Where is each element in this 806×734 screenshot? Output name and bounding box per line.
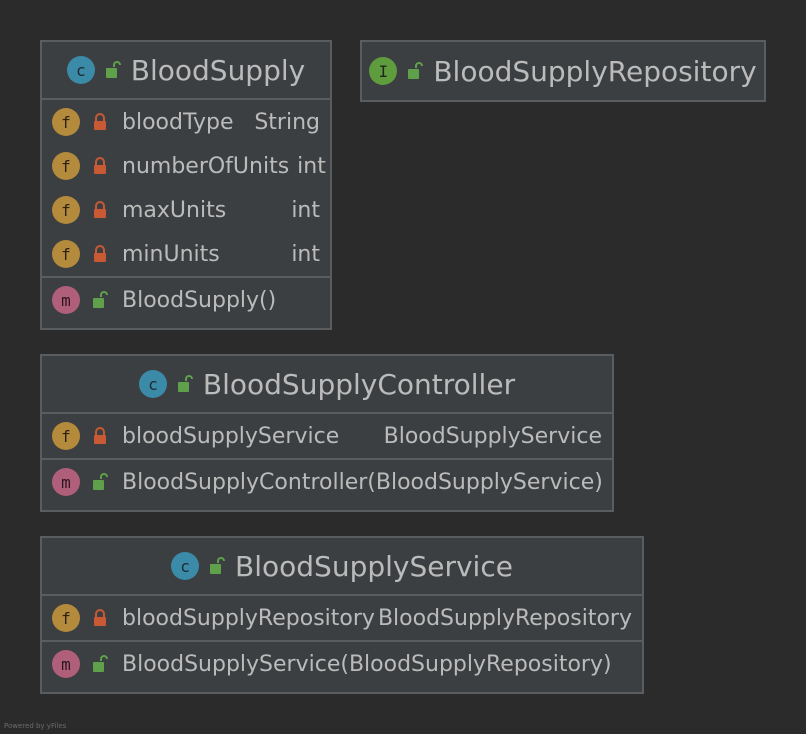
- field-name: bloodSupplyRepository: [122, 605, 375, 631]
- class-header: c BloodSupply: [42, 42, 330, 100]
- field-name: bloodSupplyService: [122, 423, 340, 449]
- field-row[interactable]: f bloodSupplyRepository BloodSupplyRepos…: [42, 596, 642, 640]
- powered-by-label: Powered by yFiles: [4, 722, 67, 730]
- field-type: int: [291, 197, 320, 223]
- method-name: BloodSupplyController(BloodSupplyService…: [122, 469, 603, 495]
- field-name: minUnits: [122, 241, 220, 267]
- field-row[interactable]: f bloodSupplyService BloodSupplyService: [42, 414, 612, 458]
- field-icon: f: [52, 152, 80, 180]
- class-header: c BloodSupplyController: [42, 356, 612, 414]
- fields-section: f bloodType String f numberOfUnits int f…: [42, 100, 330, 278]
- class-icon: c: [66, 56, 95, 84]
- private-lock-icon: [94, 201, 106, 218]
- methods-section: m BloodSupply(): [42, 278, 330, 322]
- method-icon: m: [52, 286, 80, 314]
- class-header: c BloodSupplyService: [42, 538, 642, 596]
- methods-section: m BloodSupplyService(BloodSupplyReposito…: [42, 642, 642, 686]
- class-bloodsupplyservice[interactable]: c BloodSupplyService f bloodSupplyReposi…: [40, 536, 644, 694]
- fields-section: f bloodSupplyService BloodSupplyService: [42, 414, 612, 460]
- field-row[interactable]: f bloodType String: [42, 100, 330, 144]
- field-name: bloodType: [122, 109, 234, 135]
- field-type: String: [254, 109, 320, 135]
- method-icon: m: [52, 650, 80, 678]
- field-type: BloodSupplyRepository: [377, 605, 632, 631]
- method-icon: m: [52, 468, 80, 496]
- field-icon: f: [52, 604, 80, 632]
- field-type: int: [297, 153, 326, 179]
- field-type: int: [291, 241, 320, 267]
- method-name: BloodSupply(): [122, 287, 277, 313]
- public-lock-icon: [105, 61, 121, 78]
- public-lock-icon: [177, 375, 193, 392]
- class-title: BloodSupply: [130, 53, 306, 87]
- field-icon: f: [52, 240, 80, 268]
- method-row[interactable]: m BloodSupplyService(BloodSupplyReposito…: [42, 642, 642, 686]
- field-row[interactable]: f minUnits int: [42, 232, 330, 276]
- method-row[interactable]: m BloodSupply(): [42, 278, 330, 322]
- field-icon: f: [52, 196, 80, 224]
- private-lock-icon: [94, 427, 106, 444]
- field-icon: f: [52, 108, 80, 136]
- method-name: BloodSupplyService(BloodSupplyRepository…: [122, 651, 612, 677]
- class-bloodsupply[interactable]: c BloodSupply f bloodType String f numbe…: [40, 40, 332, 330]
- interface-icon: I: [369, 57, 398, 85]
- interface-title: BloodSupplyRepository: [433, 54, 757, 88]
- private-lock-icon: [94, 113, 106, 130]
- class-bloodsupplycontroller[interactable]: c BloodSupplyController f bloodSupplySer…: [40, 354, 614, 512]
- public-lock-icon: [93, 473, 108, 490]
- public-lock-icon: [93, 291, 108, 308]
- class-title: BloodSupplyController: [202, 367, 516, 401]
- interface-header: I BloodSupplyRepository: [362, 42, 764, 100]
- fields-section: f bloodSupplyRepository BloodSupplyRepos…: [42, 596, 642, 642]
- interface-bloodsupplyrepository[interactable]: I BloodSupplyRepository: [360, 40, 766, 102]
- method-row[interactable]: m BloodSupplyController(BloodSupplyServi…: [42, 460, 612, 504]
- class-icon: c: [171, 552, 200, 580]
- field-name: numberOfUnits: [122, 153, 290, 179]
- field-row[interactable]: f maxUnits int: [42, 188, 330, 232]
- field-icon: f: [52, 422, 80, 450]
- private-lock-icon: [94, 609, 106, 626]
- private-lock-icon: [94, 157, 106, 174]
- public-lock-icon: [93, 655, 108, 672]
- private-lock-icon: [94, 245, 106, 262]
- methods-section: m BloodSupplyController(BloodSupplyServi…: [42, 460, 612, 504]
- field-name: maxUnits: [122, 197, 227, 223]
- class-title: BloodSupplyService: [235, 549, 513, 583]
- public-lock-icon: [210, 557, 226, 574]
- field-row[interactable]: f numberOfUnits int: [42, 144, 330, 188]
- public-lock-icon: [408, 62, 424, 79]
- field-type: BloodSupplyService: [383, 423, 602, 449]
- class-icon: c: [138, 370, 167, 398]
